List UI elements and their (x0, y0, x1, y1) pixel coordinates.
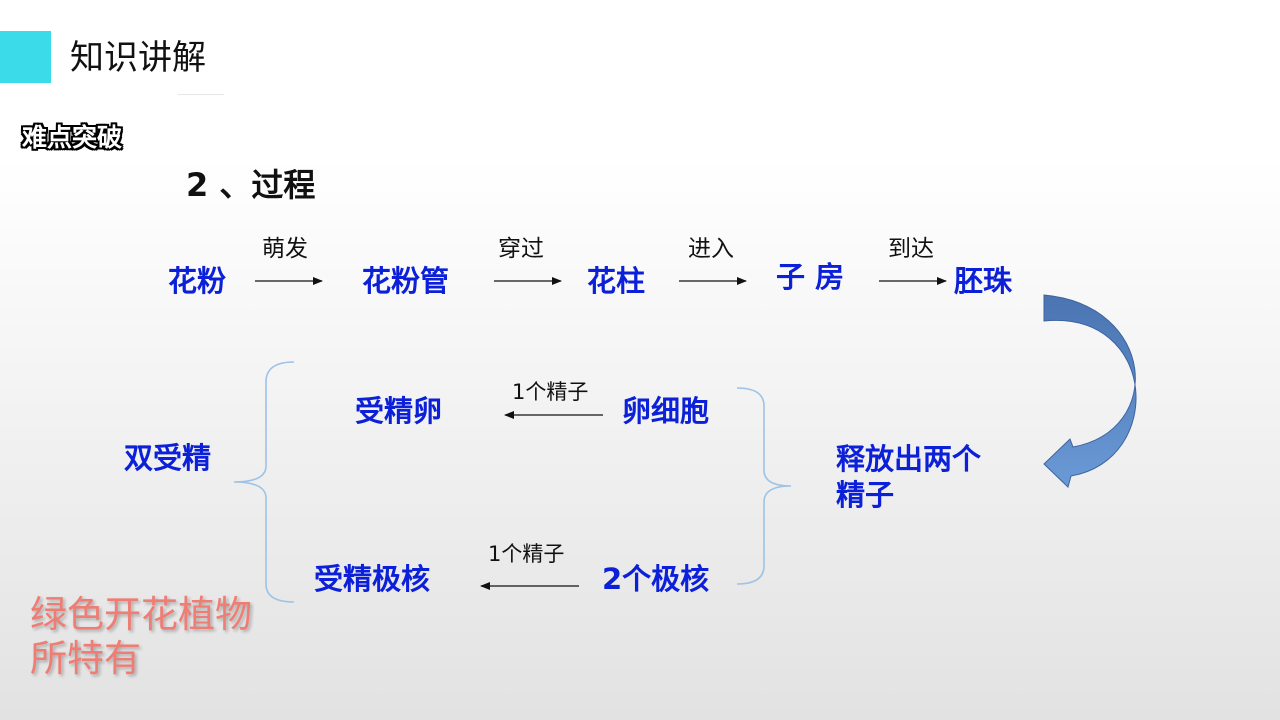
verb-pass-through: 穿过 (498, 236, 544, 262)
section-title: 2 、过程 (186, 166, 316, 204)
node-ovule: 胚珠 (954, 264, 1013, 298)
accent-block (0, 31, 51, 83)
node-polar-nuclei: 2个极核 (602, 562, 710, 596)
label-one-sperm-upper: 1个精子 (512, 380, 589, 404)
release-line-2: 精子 (836, 478, 895, 512)
difficulty-badge: 难点突破 (22, 123, 123, 152)
release-line-1: 释放出两个 (836, 442, 982, 476)
verb-germinate: 萌发 (262, 236, 308, 262)
label-one-sperm-lower: 1个精子 (488, 542, 565, 566)
node-egg-cell: 卵细胞 (622, 394, 710, 428)
page-title: 知识讲解 (70, 38, 206, 78)
verb-enter: 进入 (688, 236, 734, 262)
node-ovary: 子 房 (776, 260, 845, 294)
node-pollen: 花粉 (168, 264, 227, 298)
node-fertilized-polar-nuclei: 受精极核 (314, 562, 431, 596)
note-line-2: 所特有 (30, 637, 141, 680)
left-brace (233, 361, 295, 603)
node-zygote: 受精卵 (355, 394, 443, 428)
verb-arrive: 到达 (888, 236, 934, 262)
center-double-fertilization: 双受精 (124, 441, 212, 475)
curved-arrow (1043, 294, 1137, 488)
node-pollen-tube: 花粉管 (362, 264, 450, 298)
node-style: 花柱 (587, 264, 646, 298)
title-underline (178, 94, 224, 95)
right-brace (736, 387, 792, 585)
note-text: 绿色开花植物 所特有 (30, 593, 252, 681)
note-line-1: 绿色开花植物 (30, 593, 252, 636)
